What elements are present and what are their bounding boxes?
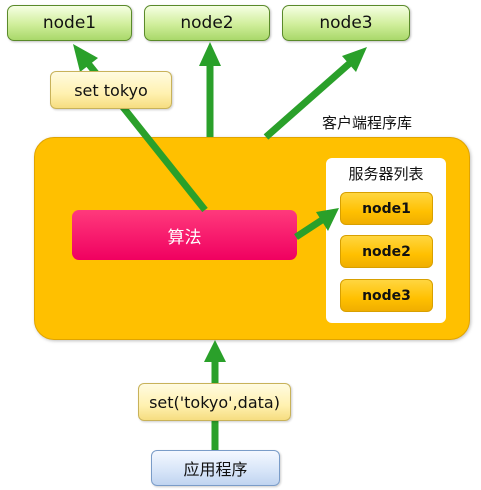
server-node-1: node1: [340, 192, 433, 225]
server-node-3: node3: [340, 279, 433, 312]
arrow-algorithm-to-node1: [73, 44, 208, 213]
server-list-title: 服务器列表: [348, 165, 424, 183]
set-call-label: set('tokyo',data): [138, 383, 291, 421]
set-tokyo-label: set tokyo: [50, 71, 172, 109]
arrow-client-to-node3: [263, 47, 367, 140]
arrow-client-to-node2: [199, 42, 221, 137]
client-library-label: 客户端程序库: [322, 114, 413, 132]
arrow-call-to-client: [204, 340, 226, 383]
server-node-2: node2: [340, 235, 433, 268]
top-node-1: node1: [7, 5, 132, 41]
top-node-3: node3: [282, 5, 410, 41]
arrow-algorithm-to-server-list: [294, 208, 339, 240]
top-node-2: node2: [144, 5, 270, 41]
algorithm-block: 算法: [72, 210, 297, 260]
application-box: 应用程序: [151, 450, 280, 486]
